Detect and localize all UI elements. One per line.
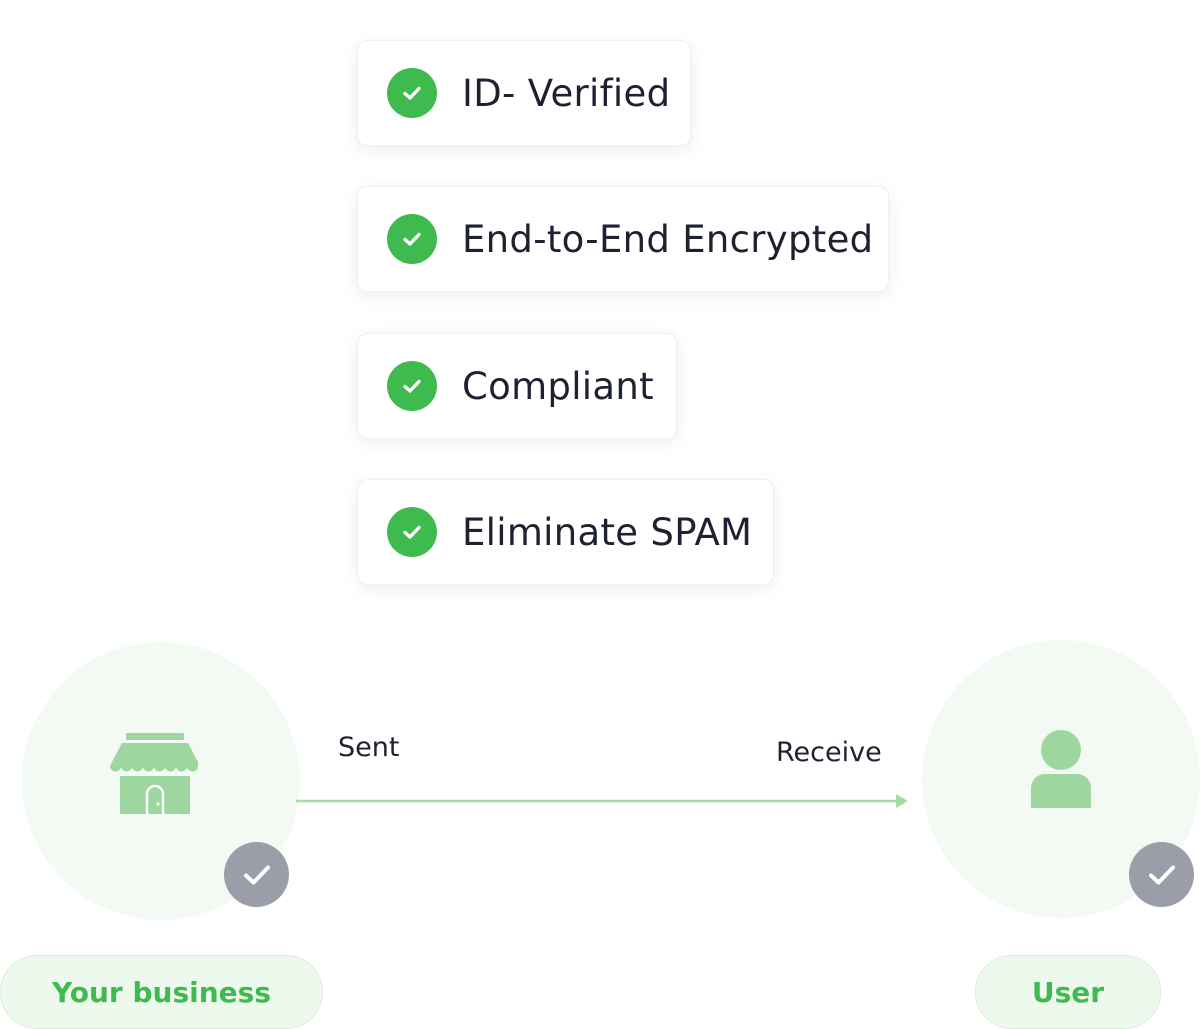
- sender-label-pill: Your business: [0, 955, 323, 1029]
- feature-card-end-to-end-encrypted: End-to-End Encrypted: [357, 186, 889, 292]
- feature-label: End-to-End Encrypted: [462, 217, 874, 261]
- check-circle-icon: [387, 361, 437, 411]
- feature-card-eliminate-spam: Eliminate SPAM: [357, 479, 774, 585]
- sender-node: [22, 642, 300, 920]
- feature-card-compliant: Compliant: [357, 333, 677, 439]
- check-icon: [1148, 865, 1175, 884]
- flow-arrow: [296, 794, 908, 808]
- feature-label: Eliminate SPAM: [462, 510, 753, 554]
- check-circle-icon: [387, 507, 437, 557]
- receiver-label-pill: User: [975, 955, 1161, 1029]
- sender-verified-badge: [224, 842, 289, 907]
- feature-label: Compliant: [462, 364, 654, 408]
- receiver-verified-badge: [1129, 842, 1194, 907]
- check-circle-icon: [387, 68, 437, 118]
- storefront-icon: [110, 733, 198, 814]
- receive-label: Receive: [776, 737, 882, 768]
- user-icon: [1031, 730, 1091, 808]
- check-icon: [243, 865, 270, 884]
- check-circle-icon: [387, 214, 437, 264]
- sent-label: Sent: [338, 732, 400, 763]
- feature-card-id-verified: ID- Verified: [357, 40, 691, 146]
- feature-label: ID- Verified: [462, 71, 671, 115]
